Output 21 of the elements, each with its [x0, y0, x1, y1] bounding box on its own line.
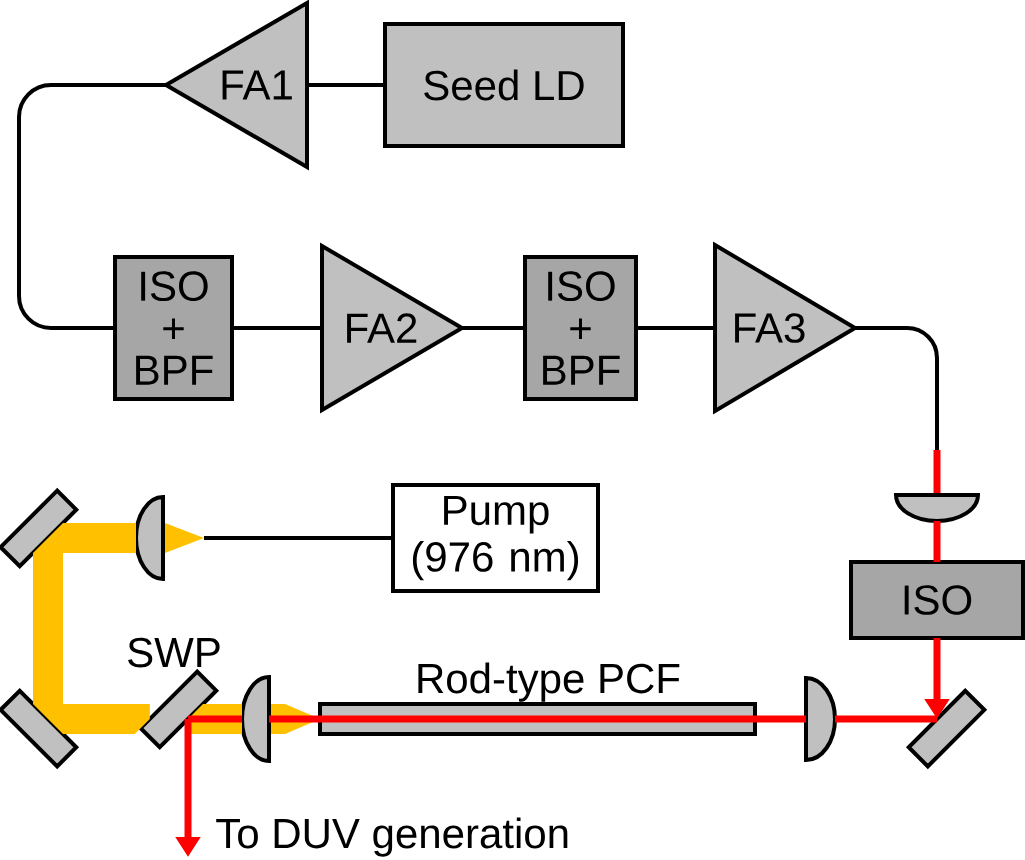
fiber-line — [636, 326, 715, 330]
component-box: ISO — [849, 560, 1025, 640]
component-box: Seed LD — [383, 22, 625, 148]
pump-beam — [48, 523, 136, 553]
fiber-line — [232, 326, 322, 330]
component-label: Rod-type PCF — [418, 662, 680, 702]
pump-beam — [33, 538, 63, 719]
fiber-line — [855, 326, 939, 450]
fiber-line — [204, 536, 393, 540]
beam-label: To DUV generation — [216, 817, 568, 857]
lens — [804, 676, 837, 762]
pump-beam — [48, 704, 150, 734]
component-box: ISO + BPF — [523, 255, 638, 401]
fiber-line — [462, 326, 525, 330]
component-box: Pump (976 nm) — [391, 483, 600, 593]
fiber-line — [17, 83, 166, 330]
lens — [240, 675, 271, 763]
fiber-line — [307, 83, 385, 87]
lens — [134, 495, 204, 581]
component-label: SWP — [128, 637, 220, 668]
component-box: ISO + BPF — [113, 255, 234, 401]
